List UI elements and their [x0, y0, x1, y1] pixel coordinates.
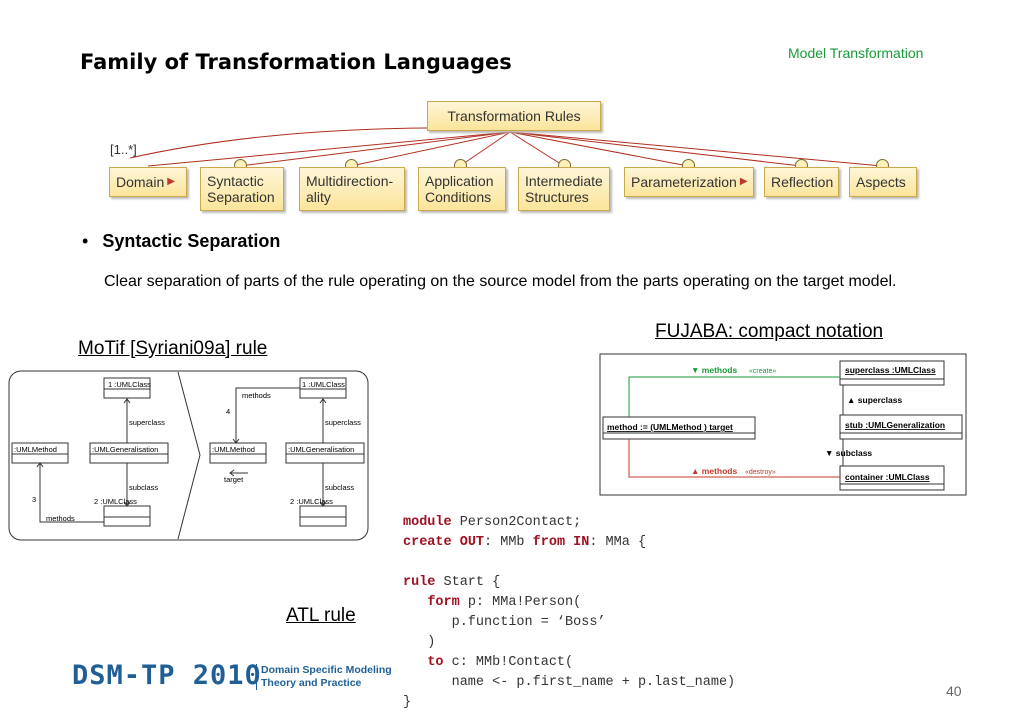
section-label: Model Transformation: [788, 45, 924, 61]
feature-label: Reflection: [771, 174, 834, 190]
motif-edge-label: subclass: [325, 483, 354, 492]
feature-aspects: Aspects: [849, 167, 917, 197]
motif-class-label: :UMLMethod: [212, 445, 255, 454]
atl-code-block: module Person2Contact; create OUT: MMb f…: [403, 515, 736, 710]
feature-application-conditions: Application Conditions: [418, 167, 506, 211]
page-number: 40: [946, 683, 962, 699]
fujaba-superclass-label: ▲ superclass: [847, 395, 902, 405]
logo-subtitle: Domain Specific Modeling Theory and Prac…: [256, 664, 392, 690]
feature-label: Multidirection-ality: [306, 173, 394, 205]
logo-subtitle-line: Domain Specific Modeling: [261, 664, 392, 676]
feature-label: Syntactic Separation: [207, 173, 275, 205]
feature-reflection: Reflection: [764, 167, 839, 197]
bullet-description: Clear separation of parts of the rule op…: [104, 273, 897, 290]
page-title: Family of Transformation Languages: [80, 50, 512, 74]
fujaba-destroy-stereotype: «destroy»: [745, 469, 776, 476]
motif-edge-label: methods: [46, 514, 75, 523]
feature-root: Transformation Rules: [427, 101, 601, 131]
fujaba-create-label: ▼ methods: [691, 365, 737, 375]
fujaba-diagram: superclass :UMLClass method := (UMLMetho…: [599, 353, 967, 496]
motif-class-label: :UMLGeneralisation: [92, 445, 158, 454]
atl-caption: ATL rule: [286, 605, 356, 626]
fujaba-method-box: method := (UMLMethod ) target: [607, 422, 733, 432]
feature-root-label: Transformation Rules: [447, 108, 581, 124]
feature-label: Domain: [116, 174, 165, 190]
fujaba-subclass-label: ▼ subclass: [825, 448, 872, 458]
motif-edge-label: 4: [226, 407, 230, 416]
bullet-heading-text: Syntactic Separation: [102, 231, 281, 251]
motif-class-label: 2 :UMLClass: [94, 497, 137, 506]
motif-edge-label: methods: [242, 391, 271, 400]
triangle-right-icon: ▶: [739, 176, 748, 187]
motif-class-label: :UMLGeneralisation: [288, 445, 354, 454]
multiplicity-label: [1..*]: [110, 142, 137, 157]
bullet-dot-icon: •: [82, 231, 89, 251]
fujaba-caption: FUJABA: compact notation: [655, 321, 884, 342]
fujaba-destroy-label: ▲ methods: [691, 466, 737, 476]
feature-label: Parameterization: [631, 174, 737, 190]
fujaba-superclass-box: superclass :UMLClass: [845, 365, 936, 375]
feature-label: Intermediate Structures: [525, 173, 603, 205]
motif-class-label: :UMLMethod: [14, 445, 57, 454]
motif-caption: MoTif [Syriani09a] rule: [78, 338, 268, 359]
feature-label: Aspects: [856, 174, 906, 190]
motif-edge-label: subclass: [129, 483, 158, 492]
feature-diagram: Transformation Rules [1..*] Domain▶ Synt…: [0, 0, 1023, 230]
bullet-heading: • Syntactic Separation: [82, 231, 280, 252]
fujaba-gen-box: stub :UMLGeneralization: [845, 420, 945, 430]
feature-intermediate-structures: Intermediate Structures: [518, 167, 610, 211]
motif-class-label: 1 :UMLClass: [108, 380, 151, 389]
footer-logo: DSM-TP 2010 Domain Specific Modeling The…: [72, 660, 392, 691]
motif-edge-label: target: [224, 475, 244, 484]
feature-domain: Domain▶: [109, 167, 187, 197]
feature-syntactic-separation: Syntactic Separation: [200, 167, 284, 211]
triangle-right-icon: ▶: [167, 176, 175, 187]
fujaba-create-stereotype: «create»: [749, 368, 776, 375]
motif-edge-label: superclass: [129, 418, 165, 427]
motif-class-label: 2 :UMLClass: [290, 497, 333, 506]
motif-rule-diagram: 1 :UMLClass :UMLMethod :UMLGeneralisatio…: [8, 370, 369, 541]
feature-parameterization: Parameterization▶: [624, 167, 754, 197]
motif-edge-label: superclass: [325, 418, 361, 427]
motif-edge-label: 3: [32, 495, 36, 504]
motif-class-label: 1 :UMLClass: [302, 380, 345, 389]
feature-multidirectionality: Multidirection-ality: [299, 167, 405, 211]
logo-text: DSM-TP 2010: [72, 660, 262, 691]
feature-label: Application Conditions: [425, 173, 494, 205]
fujaba-container-box: container :UMLClass: [845, 472, 930, 482]
logo-subtitle-line: Theory and Practice: [261, 677, 362, 689]
